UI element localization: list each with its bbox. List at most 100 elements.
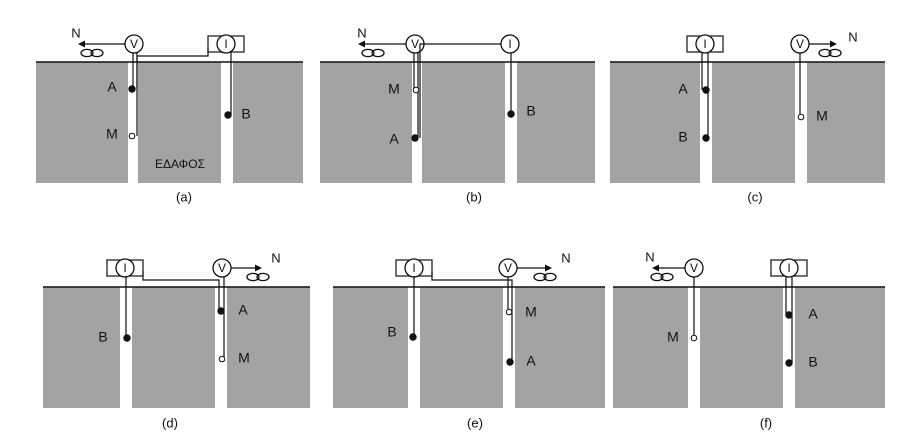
infinity-label: N (271, 250, 280, 265)
arrow-head (255, 264, 262, 272)
ground-block (515, 287, 605, 408)
infinity-label: N (645, 249, 654, 264)
electrode-label: M (667, 329, 679, 345)
electrode-label: A (238, 302, 248, 318)
voltmeter: V (498, 258, 518, 278)
panel-d: I V N B A M (d) (43, 250, 310, 430)
ammeter: I (216, 34, 236, 54)
electrode-b (123, 334, 131, 342)
wire (431, 271, 513, 362)
panel-caption: (d) (162, 415, 178, 430)
voltmeter: V (212, 258, 232, 278)
ground-block (807, 62, 885, 183)
electrode-a (506, 358, 514, 366)
electrode-m (412, 86, 420, 94)
arrow-head (652, 264, 659, 272)
electrode-a (411, 134, 419, 142)
electrode-b (785, 359, 793, 367)
electrode-m (690, 334, 698, 342)
electrode-b (702, 134, 710, 142)
electrode-label: A (678, 81, 688, 97)
electrode-a (128, 85, 136, 93)
electrode-label: A (389, 131, 399, 147)
ground-block (43, 287, 120, 408)
panel-caption: (c) (747, 189, 762, 204)
electrode-label: M (816, 108, 828, 124)
ammeter-label: I (412, 261, 415, 275)
wire (419, 43, 501, 138)
electrode-label: M (238, 350, 250, 366)
ground-block (712, 62, 795, 183)
panel-c: I V N A B M (c) (610, 29, 885, 204)
arrow-head (358, 40, 365, 48)
electrode-label: B (678, 129, 687, 145)
ground-block (233, 62, 303, 183)
electrode-m (218, 355, 226, 363)
electrode-label: B (241, 106, 250, 122)
panel-caption: (a) (176, 189, 192, 204)
ammeter: I (500, 34, 520, 54)
ammeter-label: I (508, 37, 511, 51)
ground-block (422, 62, 505, 183)
voltmeter: V (790, 34, 810, 54)
infinity-label: N (848, 29, 857, 44)
arrow-head (830, 40, 837, 48)
wire (142, 271, 220, 311)
panel-caption: (f) (760, 415, 772, 430)
electrode-label: M (388, 81, 400, 97)
voltmeter-label: V (796, 37, 804, 51)
ground-block (132, 287, 215, 408)
infinity-label: N (561, 250, 570, 265)
ammeter: I (115, 258, 135, 278)
voltmeter-label: V (130, 37, 138, 51)
electrode-a (785, 311, 793, 319)
infinity-label: N (357, 25, 366, 40)
ground-block (333, 287, 408, 408)
ground-block (320, 62, 412, 183)
infinity-electrode-icon (533, 272, 557, 282)
ground-label: ΕΔΑΦΟΣ (155, 157, 205, 171)
ammeter: I (695, 34, 715, 54)
electrode-label: B (526, 103, 535, 119)
voltmeter-label: V (218, 261, 226, 275)
electrode-label: A (808, 306, 818, 322)
electrode-b (224, 111, 232, 119)
electrode-label: A (526, 353, 536, 369)
electrode-a (702, 86, 710, 94)
infinity-electrode-icon (650, 272, 674, 282)
ground-block (795, 287, 885, 408)
electrode-m (505, 308, 513, 316)
ground-block (610, 62, 700, 183)
infinity-label: N (71, 25, 80, 40)
electrode-label: B (98, 329, 107, 345)
arrow-head (78, 40, 85, 48)
electrode-m (797, 113, 805, 121)
electrode-a (217, 307, 225, 315)
infinity-electrode-icon (246, 272, 270, 282)
infinity-electrode-icon (818, 48, 842, 58)
electrode-m (128, 132, 136, 140)
ammeter-label: I (787, 261, 790, 275)
ammeter: I (779, 258, 799, 278)
voltmeter: V (684, 258, 704, 278)
ground-block (613, 287, 688, 408)
ground-block (420, 287, 503, 408)
arrow-head (545, 264, 552, 272)
ground-block (517, 62, 595, 183)
electrode-b (507, 110, 515, 118)
panel-caption: (b) (466, 189, 482, 204)
ammeter-label: I (224, 37, 227, 51)
voltmeter-label: V (504, 261, 512, 275)
voltmeter-label: V (690, 261, 698, 275)
ground-block (36, 62, 128, 183)
electrode-label: B (387, 324, 396, 340)
voltmeter: V (124, 34, 144, 54)
electrode-b (409, 333, 417, 341)
infinity-electrode-icon (361, 48, 385, 58)
ammeter: I (404, 258, 424, 278)
ground-block (138, 62, 221, 183)
